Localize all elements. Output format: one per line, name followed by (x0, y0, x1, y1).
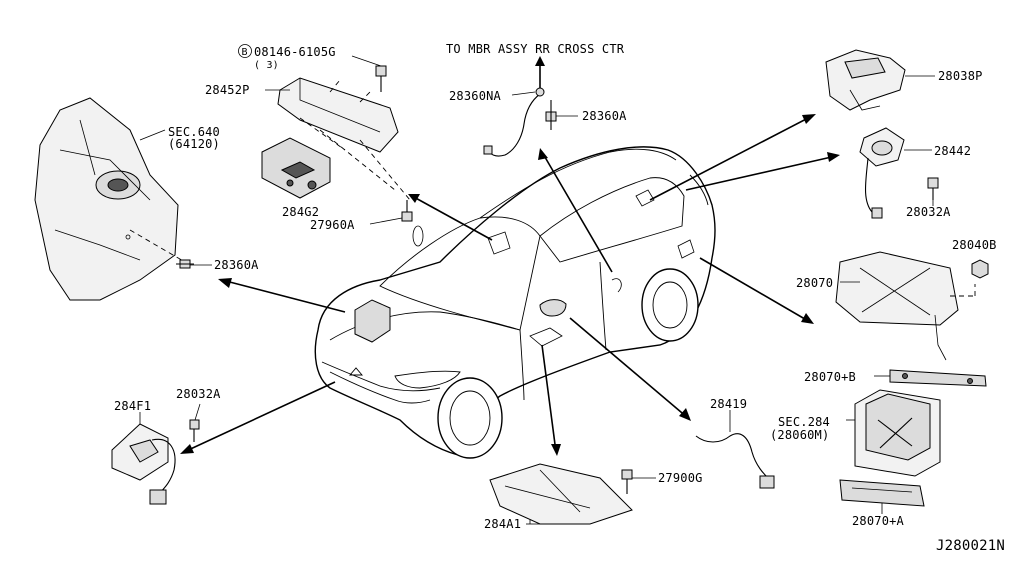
label-28040B: 28040B (952, 238, 997, 252)
part-labels: TO MBR ASSY RR CROSS CTR 28360NA 28360A … (114, 42, 1005, 554)
label-28038P: 28038P (938, 69, 983, 83)
b-marker-circle (238, 44, 252, 58)
sec640-panel (34, 97, 186, 301)
label-284A1: 284A1 (484, 517, 521, 531)
sensor-28442 (859, 127, 932, 219)
leader-arrows (180, 56, 840, 456)
label-284F1: 284F1 (114, 399, 151, 413)
module-284G2 (261, 137, 331, 199)
label-28360A-top: 28360A (582, 109, 627, 123)
sensor-284F1 (111, 412, 176, 505)
label-28060M: (28060M) (770, 428, 829, 442)
label-08146: 08146-6105G (254, 45, 336, 59)
harness-28360NA (483, 87, 545, 157)
label-to-mbr: TO MBR ASSY RR CROSS CTR (446, 42, 625, 56)
label-27960A: 27960A (310, 218, 355, 232)
label-28442: 28442 (934, 144, 971, 158)
diagram-id: J280021N (936, 538, 1005, 554)
harness-28419 (695, 410, 775, 489)
label-27900G: 27900G (658, 471, 703, 485)
label-sec284: SEC.284 (778, 415, 830, 429)
bolt-28360A-left (176, 259, 212, 269)
label-sec640: SEC.640 (168, 125, 220, 139)
label-28032A-right: 28032A (906, 205, 951, 219)
ecu-sec284 (846, 389, 941, 477)
bolt-28032A-right (927, 177, 939, 206)
vehicle-outline (314, 146, 716, 459)
bolt-27900G (621, 469, 656, 494)
bolt-27960A (369, 200, 413, 225)
label-284G2: 284G2 (282, 205, 319, 219)
b-marker: B (242, 47, 248, 58)
nut-28040B (971, 259, 989, 279)
label-28360NA: 28360NA (449, 89, 502, 103)
label-64120: (64120) (168, 137, 220, 151)
label-28452P: 28452P (205, 83, 250, 97)
label-28419: 28419 (710, 397, 747, 411)
bolt-28360A-top (545, 100, 578, 130)
label-28360A-left: 28360A (214, 258, 259, 272)
bracket-28070A (839, 479, 925, 514)
label-28070B: 28070+B (804, 370, 856, 384)
bracket-28070 (835, 251, 976, 361)
label-28032A-left: 28032A (176, 387, 221, 401)
label-28070: 28070 (796, 276, 833, 290)
label-28070A: 28070+A (852, 514, 905, 528)
bracket-28070B (874, 369, 987, 387)
label-qty: ( 3) (254, 60, 279, 71)
bolt-28032A-left (189, 403, 201, 442)
bolt-08146 (351, 55, 387, 92)
bracket-284A1 (489, 463, 633, 525)
sensor-28038P (825, 49, 935, 111)
bracket-28452P (265, 77, 411, 201)
